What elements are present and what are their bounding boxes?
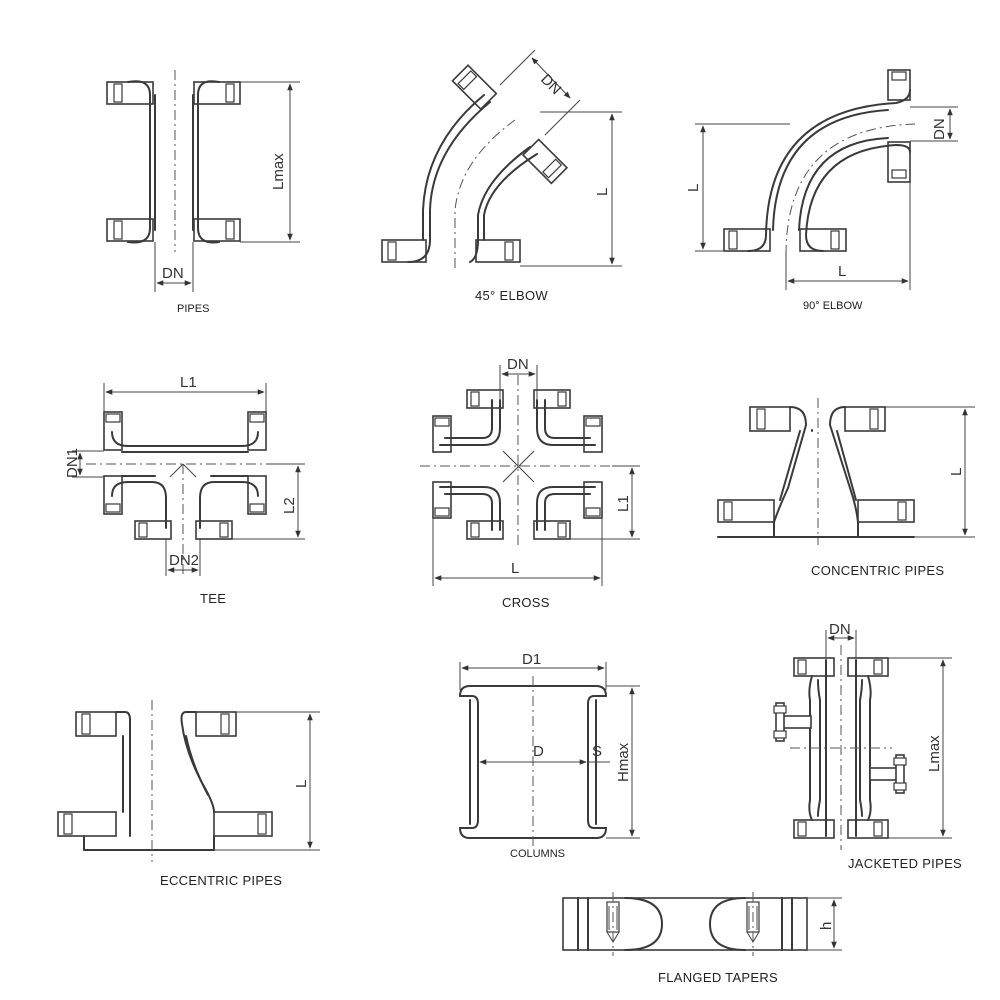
- tee-l2-label: L2: [281, 497, 298, 514]
- columns-figure: D1 D S Hmax COLUMNS: [459, 651, 640, 860]
- pipes-caption: PIPES: [177, 303, 209, 315]
- elbow-90-figure: DN L L 90° ELBOW: [685, 69, 958, 312]
- cross-l-label: L: [511, 560, 519, 577]
- tee-l1-label: L1: [180, 374, 197, 391]
- cross-figure: DN L1 L CROSS: [420, 356, 640, 610]
- elbow45-caption: 45° ELBOW: [475, 288, 548, 303]
- concentric-pipes-figure: L CONCENTRIC PIPES: [717, 398, 975, 578]
- elbow90-length-h-label: L: [838, 263, 846, 280]
- elbow90-caption: 90° ELBOW: [803, 300, 863, 312]
- jacketed-caption: JACKETED PIPES: [848, 856, 962, 871]
- jacketed-pipes-figure: DN Lmax JACKETED PIPES: [773, 621, 962, 871]
- tee-figure: L1 DN1 L2 DN2 TEE: [64, 374, 305, 606]
- columns-caption: COLUMNS: [510, 848, 565, 860]
- cross-caption: CROSS: [502, 595, 550, 610]
- pipes-figure: Lmax DN PIPES: [106, 70, 300, 315]
- tapers-caption: FLANGED TAPERS: [658, 970, 778, 985]
- flanged-tapers-figure: h FLANGED TAPERS: [562, 892, 842, 985]
- elbow90-dn-label: DN: [931, 118, 948, 140]
- eccentric-length-label: L: [293, 780, 310, 788]
- tee-dn2-label: DN2: [169, 552, 199, 569]
- concentric-caption: CONCENTRIC PIPES: [811, 563, 944, 578]
- elbow90-length-v-label: L: [685, 184, 702, 192]
- elbow45-dn-label: DN: [537, 71, 564, 98]
- cross-l1-label: L1: [615, 495, 632, 512]
- columns-hmax-label: Hmax: [615, 742, 632, 782]
- tapers-h-label: h: [818, 922, 835, 930]
- columns-d-label: D: [533, 743, 544, 760]
- jacketed-dn-label: DN: [829, 621, 851, 638]
- pipes-dn-label: DN: [162, 265, 184, 282]
- pipes-length-label: Lmax: [270, 153, 287, 190]
- columns-d1-label: D1: [522, 651, 541, 668]
- elbow-45-figure: DN L 45° ELBOW: [381, 49, 622, 303]
- tee-dn1-label: DN1: [64, 448, 81, 478]
- eccentric-pipes-figure: L ECCENTRIC PIPES: [57, 700, 320, 888]
- columns-s-label: S: [592, 743, 602, 760]
- cross-dn-label: DN: [507, 356, 529, 373]
- jacketed-length-label: Lmax: [926, 735, 943, 772]
- concentric-length-label: L: [948, 468, 965, 476]
- tee-caption: TEE: [200, 591, 226, 606]
- elbow45-length-label: L: [594, 188, 611, 196]
- eccentric-caption: ECCENTRIC PIPES: [160, 873, 282, 888]
